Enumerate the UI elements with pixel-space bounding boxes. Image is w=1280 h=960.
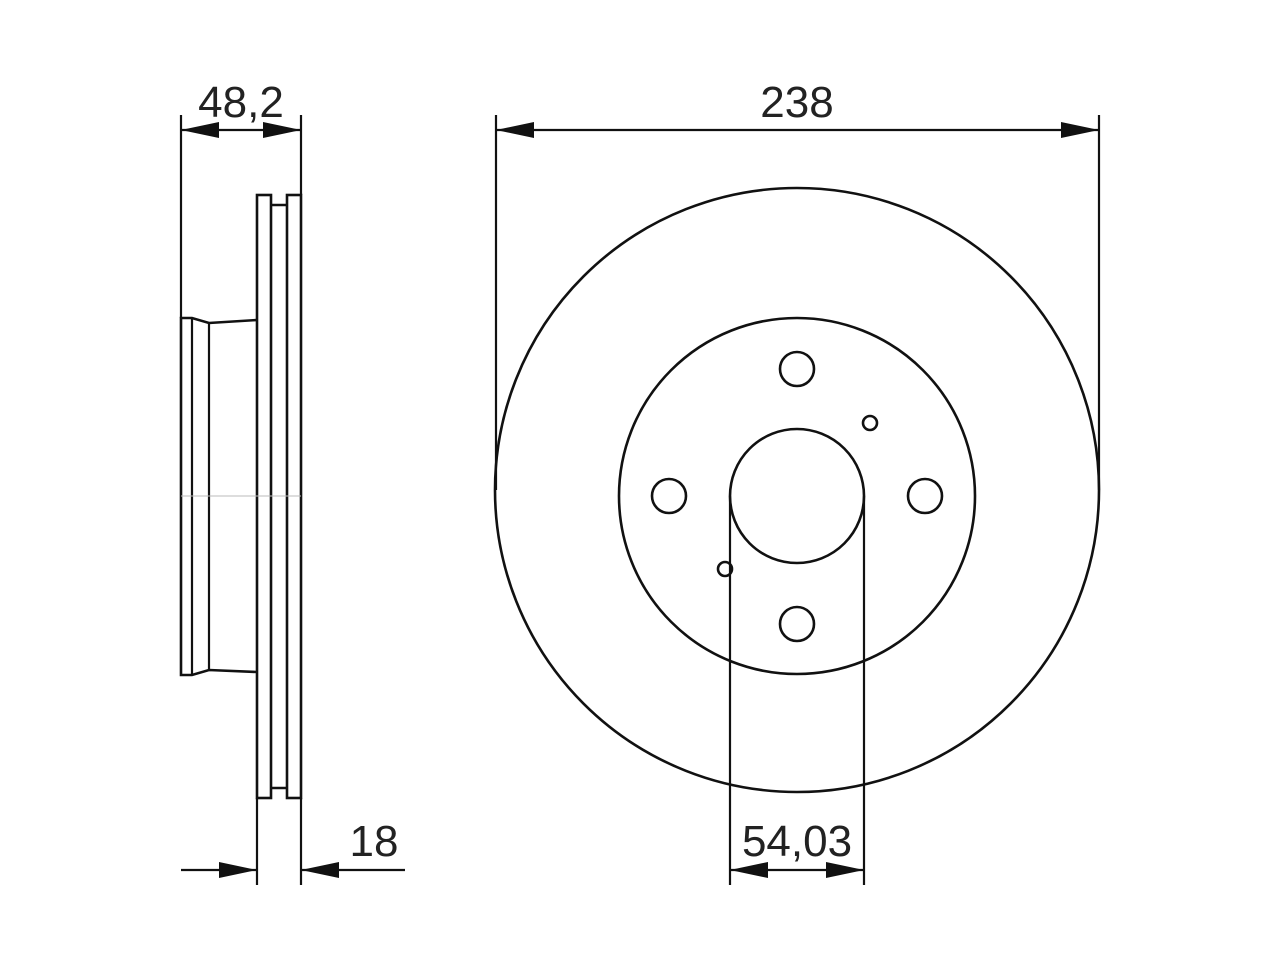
hub-face-circle [617, 316, 977, 676]
wheel-stud-hole-right [906, 477, 944, 515]
wheel-stud-hole-top [778, 350, 816, 388]
side-view: 48,2 18 [179, 78, 405, 885]
ventilation-channel [271, 203, 287, 790]
dimension-outer-diameter: 238 [496, 78, 1099, 138]
dim-label-disc-thickness: 18 [350, 817, 399, 866]
dimension-hub-offset: 48,2 [181, 78, 301, 138]
arrowhead [181, 122, 219, 138]
center-bore [728, 427, 866, 565]
front-view: 238 54,03 [493, 78, 1101, 885]
fixing-screw-hole-upper [861, 414, 879, 432]
wheel-stud-hole-left [650, 477, 688, 515]
dim-label-center-bore: 54,03 [742, 817, 852, 866]
arrowhead [1061, 122, 1099, 138]
arrowhead [496, 122, 534, 138]
arrowhead [730, 862, 768, 878]
dim-label-outer-diameter: 238 [760, 78, 833, 127]
dimension-center-bore: 54,03 [730, 817, 864, 878]
dimension-disc-thickness: 18 [181, 817, 405, 878]
arrowhead [301, 862, 339, 878]
dim-label-hub-offset: 48,2 [198, 78, 284, 127]
wheel-stud-hole-bottom [778, 605, 816, 643]
fixing-screw-hole-lower [716, 560, 734, 578]
arrowhead [826, 862, 864, 878]
disc-outer-edge [493, 186, 1101, 794]
arrowhead [219, 862, 257, 878]
arrowhead [263, 122, 301, 138]
